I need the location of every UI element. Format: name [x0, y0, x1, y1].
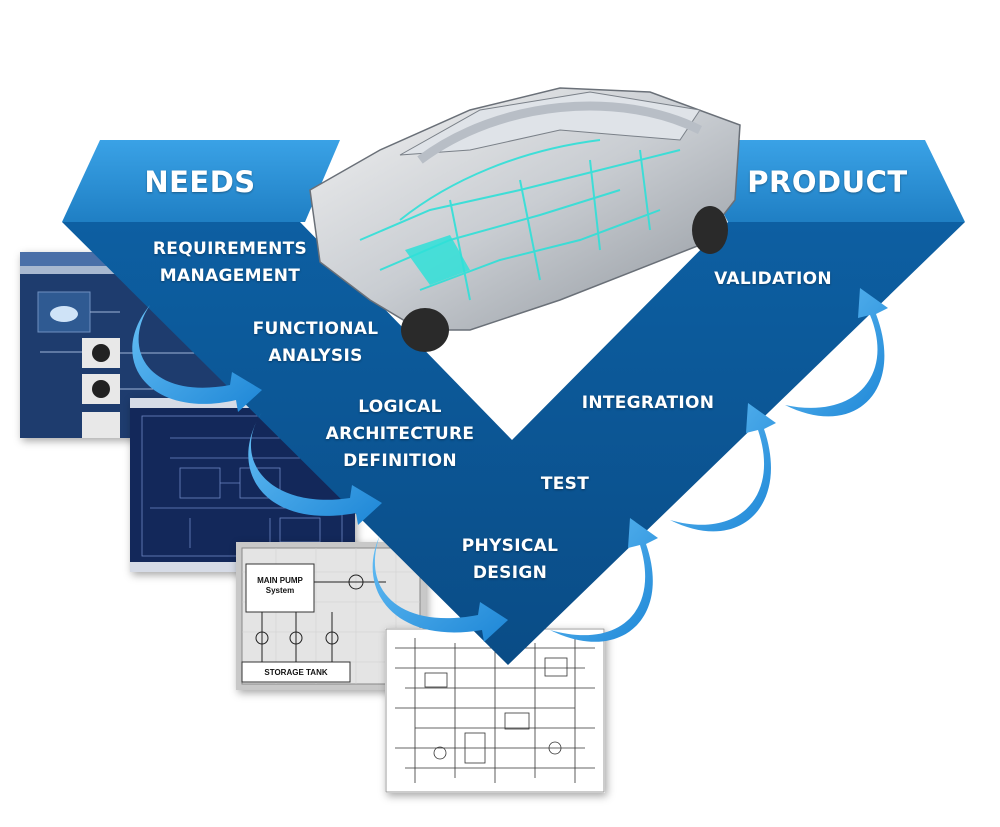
step-test: TEST: [540, 474, 590, 494]
arrow-right-2: [670, 403, 776, 532]
needs-banner: [62, 140, 340, 222]
arrow-right-3: [785, 288, 888, 417]
physical-line-2: DESIGN: [472, 563, 548, 583]
v-body: [62, 222, 965, 665]
product-header: PRODUCT: [747, 165, 908, 199]
step-requirements-management: REQUIREMENTS MANAGEMENT: [140, 236, 320, 290]
step-integration: INTEGRATION: [581, 393, 715, 413]
screenshot-physical-schematic: [385, 628, 605, 793]
step-validation: VALIDATION: [714, 269, 832, 289]
car-chassis-graphic: [309, 87, 741, 352]
arrow-right-1: [550, 518, 658, 642]
arrow-left-1: [132, 305, 262, 412]
step-functional-analysis: FUNCTIONAL ANALYSIS: [228, 316, 403, 370]
schematic-box-label: MAIN PUMP System: [250, 576, 310, 596]
right-flow-arrows: [550, 288, 888, 642]
step-physical-design: PHYSICAL DESIGN: [430, 533, 590, 587]
arrow-left-3: [372, 535, 508, 642]
functional-line-2: ANALYSIS: [268, 346, 363, 366]
schematic-box-line-1: MAIN PUMP: [257, 576, 303, 585]
schematic-box-line-2: System: [265, 586, 295, 595]
product-banner: [685, 140, 965, 222]
logical-line-2: ARCHITECTURE: [325, 424, 475, 444]
logical-line-3: DEFINITION: [343, 451, 457, 471]
logical-line-1: LOGICAL: [358, 397, 442, 417]
arrow-left-2: [248, 412, 382, 525]
storage-tank-label: STORAGE TANK: [264, 668, 328, 677]
physical-line-1: PHYSICAL: [461, 536, 559, 556]
physical-schematic-graphic: [385, 628, 605, 793]
requirements-line-2: MANAGEMENT: [159, 266, 301, 286]
step-logical-architecture-definition: LOGICAL ARCHITECTURE DEFINITION: [315, 394, 485, 475]
requirements-line-1: REQUIREMENTS: [152, 239, 308, 259]
left-flow-arrows: [132, 305, 508, 642]
functional-line-1: FUNCTIONAL: [252, 319, 379, 339]
needs-header: NEEDS: [144, 165, 256, 199]
